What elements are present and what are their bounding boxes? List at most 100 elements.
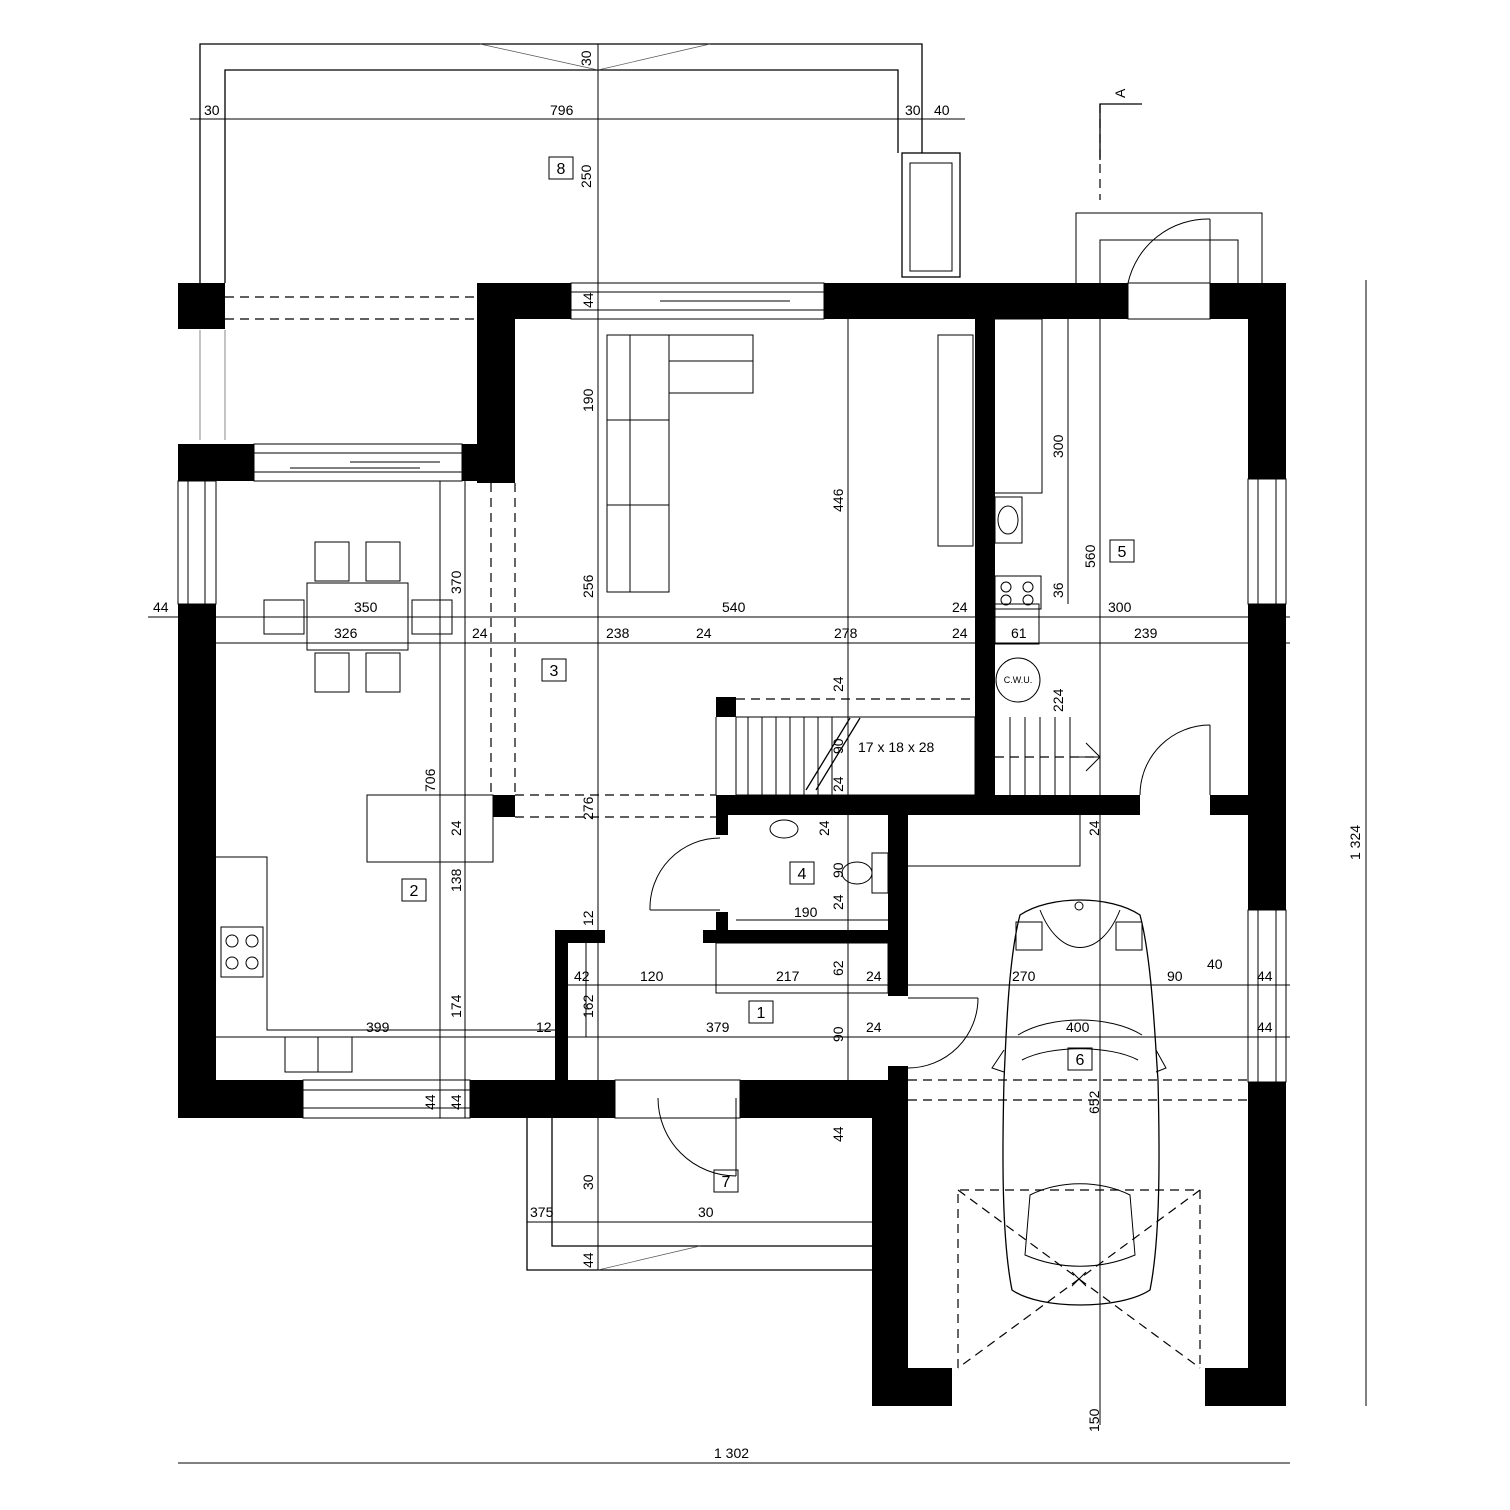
windows	[177, 282, 1287, 1119]
dimension-label: 24	[1086, 820, 1102, 836]
dimension-label: 90	[830, 862, 846, 878]
dimension-label: 62	[830, 960, 846, 976]
sideboard	[937, 334, 974, 547]
room-tag-1: 1	[757, 1005, 766, 1022]
dimension-label: 24	[472, 625, 488, 641]
dimension-label: 239	[1134, 625, 1158, 641]
dimension-label: 270	[1012, 968, 1036, 984]
dimension-label: 44	[1257, 1019, 1273, 1035]
wc-fixtures	[715, 819, 889, 994]
dimension-label: 138	[448, 868, 464, 892]
section-marker-label: A	[1112, 88, 1128, 98]
dimension-label: 24	[830, 894, 846, 910]
dimension-label: 120	[640, 968, 664, 984]
dimension-label: 90	[830, 1026, 846, 1042]
dimension-label: 300	[1050, 434, 1066, 458]
utility-fixtures: C.W.U.	[994, 318, 1043, 703]
dimension-label: 300	[1108, 599, 1132, 615]
dimension-label: 174	[448, 994, 464, 1018]
dimension-label: 446	[830, 488, 846, 512]
dimension-label: 30	[578, 50, 594, 66]
dimension-label: 150	[1086, 1408, 1102, 1432]
dimension-label: 42	[574, 968, 590, 984]
dimension-label: 12	[580, 910, 596, 926]
dimension-label: 24	[866, 1019, 882, 1035]
dimension-label: 400	[1066, 1019, 1090, 1035]
overall-width-label: 1 302	[714, 1445, 749, 1461]
dimension-label: 44	[830, 1126, 846, 1142]
dimension-label: 24	[952, 625, 968, 641]
dimension-label: 375	[530, 1204, 554, 1220]
room-tag-3: 3	[550, 663, 559, 680]
car	[991, 899, 1167, 1306]
kitchen	[216, 794, 555, 1073]
dimension-label: 90	[830, 738, 846, 754]
dimension-label: 540	[722, 599, 746, 615]
sofa	[606, 334, 754, 593]
dimension-label: 44	[580, 292, 596, 308]
overall-height-label: 1 324	[1347, 825, 1363, 860]
room-tag-8: 8	[557, 161, 566, 178]
dimension-label: 217	[776, 968, 800, 984]
dimension-label: 24	[866, 968, 882, 984]
doors	[649, 212, 1263, 1177]
dimension-label: 326	[334, 625, 358, 641]
room-tag-6: 6	[1076, 1052, 1085, 1069]
dimension-label: 44	[1257, 968, 1273, 984]
dimension-label: 44	[448, 1094, 464, 1110]
room-tag-7: 7	[722, 1174, 731, 1191]
dimension-label: 652	[1086, 1090, 1102, 1114]
dimension-lines	[148, 44, 1367, 1464]
room-tag-5: 5	[1118, 544, 1127, 561]
dimension-label: 190	[580, 388, 596, 412]
porch-outline	[526, 1117, 872, 1271]
dimension-label: 30	[204, 102, 220, 118]
dimension-label: 250	[578, 164, 594, 188]
section-marker: A	[1099, 88, 1142, 160]
room-tags: 1 2 3 4 5 6 7 8	[401, 156, 1135, 1193]
chimney	[901, 152, 961, 278]
dimension-label: 379	[706, 1019, 730, 1035]
dimension-label: 560	[1082, 544, 1098, 568]
terrace-outline	[199, 43, 923, 440]
dimension-label: 24	[830, 776, 846, 792]
garage-cabinet	[908, 815, 1081, 867]
dimension-labels: 30 30 796 30 40 250 44 190 446 300 256 5…	[153, 50, 1363, 1461]
dimension-label: 44	[153, 599, 169, 615]
dimension-label: 12	[536, 1019, 552, 1035]
dimension-label: 36	[1050, 582, 1066, 598]
dimension-label: 796	[550, 102, 574, 118]
dimension-label: 30	[580, 1174, 596, 1190]
dimension-label: 276	[580, 796, 596, 820]
dimension-label: 44	[580, 1252, 596, 1268]
dimension-label: 24	[816, 820, 832, 836]
dimension-label: 256	[580, 574, 596, 598]
dimension-label: 162	[580, 994, 596, 1018]
dimension-label: 350	[354, 599, 378, 615]
dimension-label: 24	[696, 625, 712, 641]
dimension-label: 399	[366, 1019, 390, 1035]
dimension-label: 24	[448, 820, 464, 836]
dimension-label: 44	[422, 1094, 438, 1110]
dimension-label: 40	[934, 102, 950, 118]
dimension-label: 190	[794, 904, 818, 920]
dimension-label: 238	[606, 625, 630, 641]
dimension-label: 61	[1011, 625, 1027, 641]
dimension-label: 30	[905, 102, 921, 118]
dimension-label: 40	[1207, 956, 1223, 972]
dimension-label: 706	[422, 768, 438, 792]
dimension-label: 30	[698, 1204, 714, 1220]
dimension-label: 224	[1050, 688, 1066, 712]
walls	[178, 283, 1286, 1406]
dimension-label: 278	[834, 625, 858, 641]
dimension-label: 24	[952, 599, 968, 615]
stairs: 17 x 18 x 28	[715, 716, 1101, 796]
dimension-label: 24	[830, 676, 846, 692]
boiler-label: C.W.U.	[1004, 675, 1033, 685]
room-tag-2: 2	[410, 883, 419, 900]
dimension-label: 370	[448, 570, 464, 594]
stairs-label: 17 x 18 x 28	[858, 739, 934, 755]
dimension-label: 90	[1167, 968, 1183, 984]
room-tag-4: 4	[798, 866, 807, 883]
